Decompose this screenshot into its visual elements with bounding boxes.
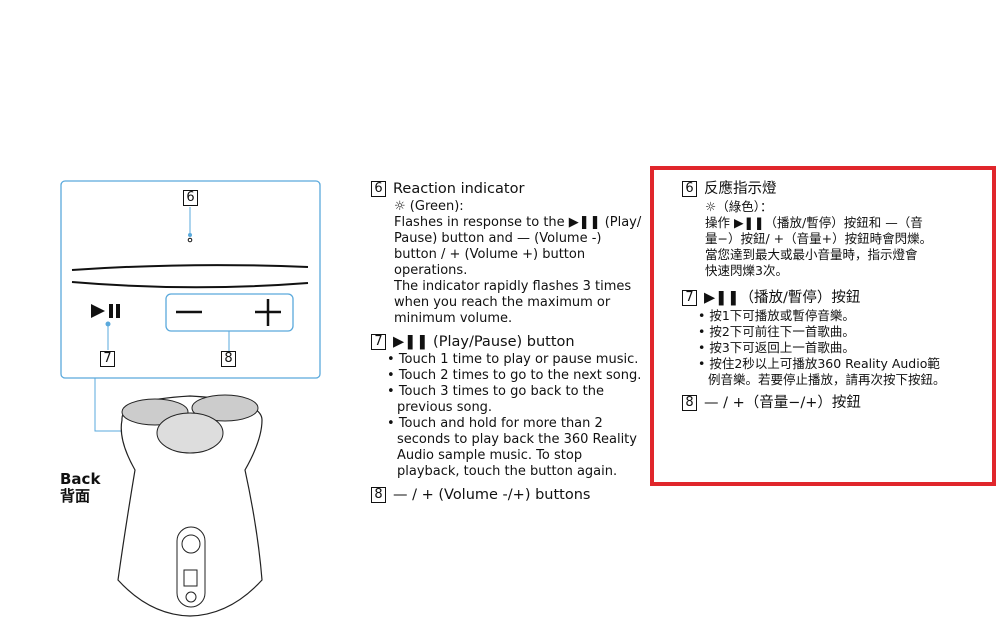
text-line: 量−）按鈕/ +（音量+）按鈕時會閃爍。 [705,231,933,246]
section-volume-zh: 8 — / +（音量−/+）按鈕 [682,394,992,413]
text-line: operations. [394,263,468,278]
section-play-pause: 7 ▶❚❚ (Play/Pause) button Touch 1 time to… [371,333,646,480]
text-line: 操作 ▶❚❚（播放/暫停）按鈕和 —（音 [705,215,923,230]
list-item: Touch 1 time to play or pause music. [387,352,646,368]
chinese-instructions-highlight: 6 反應指示燈 ☼（綠色）： 操作 ▶❚❚（播放/暫停）按鈕和 —（音 量−）按鈕… [650,166,996,486]
list-item: Touch 2 times to go to the next song. [387,368,646,384]
list-item: Touch 3 times to go back to the previous… [387,384,646,416]
section-number: 7 [682,290,697,306]
color-note: （綠色）： [716,199,773,214]
section-number: 8 [682,395,697,411]
text-line: 快速閃爍3次。 [705,263,788,278]
text-line: when you reach the maximum or [394,295,611,310]
section-title: — / + (Volume -/+) buttons [393,487,591,503]
callout-8: 8 [221,351,236,367]
back-label-zh: 背面 [60,487,91,505]
section-title: ▶❚❚（播放/暫停）按鈕 [704,290,861,306]
section-reaction-indicator-zh: 6 反應指示燈 ☼（綠色）： 操作 ▶❚❚（播放/暫停）按鈕和 —（音 量−）按鈕… [682,180,992,279]
text-line: The indicator rapidly flashes 3 times [394,279,632,294]
text-line: 當您達到最大或最小音量時，指示燈會 [705,247,918,262]
section-number: 8 [371,487,386,503]
english-instructions: 6 Reaction indicator ☼ (Green): Flashes i… [371,180,646,511]
text-line: Flashes in response to the ▶❚❚ (Play/ [394,215,642,230]
section-number: 6 [371,181,386,197]
section-volume: 8 — / + (Volume -/+) buttons [371,486,646,505]
text-line: button / + (Volume +) button [394,247,586,262]
list-item: 按住2秒以上可播放360 Reality Audio範例音樂。若要停止播放，請再… [698,356,952,388]
speaker-diagram [60,180,321,617]
light-icon: ☼ [394,199,406,214]
section-number: 6 [682,181,697,197]
list-item: 按1下可播放或暫停音樂。 [698,308,952,324]
list-item: 按2下可前往下一首歌曲。 [698,324,952,340]
play-pause-icon [91,304,120,318]
section-title: 反應指示燈 [704,181,777,197]
callout-6: 6 [183,190,198,206]
list-item: 按3下可返回上一首歌曲。 [698,340,952,356]
color-note: (Green): [409,199,464,214]
section-title: — / +（音量−/+）按鈕 [704,395,861,411]
text-line: minimum volume. [394,311,513,326]
callout-7: 7 [100,351,115,367]
section-number: 7 [371,334,386,350]
back-label-en: Back [60,470,101,488]
text-line: Pause) button and — (Volume -) [394,231,602,246]
list-item: Touch and hold for more than 2 seconds t… [387,416,646,480]
section-play-pause-zh: 7▶❚❚（播放/暫停）按鈕 按1下可播放或暫停音樂。 按2下可前往下一首歌曲。 … [682,289,992,388]
light-icon: ☼ [705,199,717,214]
section-title: Reaction indicator [393,181,525,197]
section-reaction-indicator: 6 Reaction indicator ☼ (Green): Flashes i… [371,180,646,327]
section-title: ▶❚❚ (Play/Pause) button [393,334,575,350]
